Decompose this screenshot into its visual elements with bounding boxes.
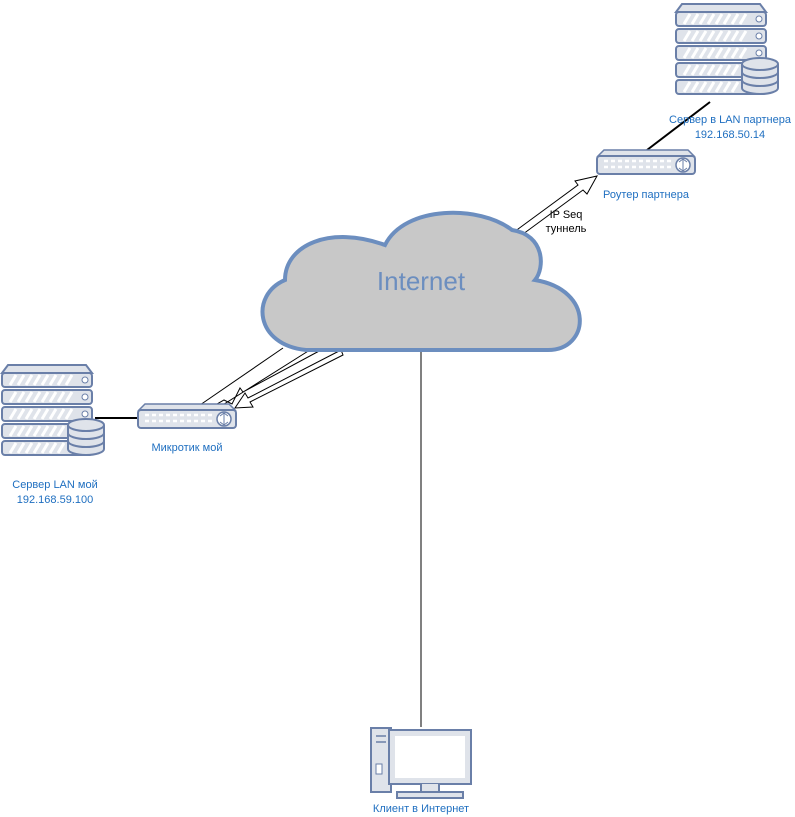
- mikrotik-label: Микротик мой: [152, 442, 223, 454]
- partner-router-server-line: [646, 101, 711, 151]
- partner-router-icon: [595, 148, 697, 176]
- tunnel-label-line1: IP Seq: [550, 209, 583, 221]
- tunnel-arrow-mikrotik-inner: [199, 347, 323, 419]
- tunnel-arrow-partner: [513, 175, 598, 238]
- partner-server-name: Сервер в LAN партнера: [669, 114, 792, 126]
- partner-server-icon: [674, 2, 780, 96]
- tunnel-label-line2: туннель: [546, 223, 587, 235]
- my-server-icon: [0, 363, 106, 457]
- partner-server-ip: 192.168.50.14: [695, 129, 765, 141]
- my-server-ip: 192.168.59.100: [17, 494, 93, 506]
- my-server-name: Сервер LAN мой: [12, 479, 97, 491]
- desktop-computer-icon: [370, 727, 472, 799]
- mikrotik-router-icon: [136, 402, 238, 430]
- client-label: Клиент в Интернет: [373, 803, 469, 815]
- partner-router-label: Роутер партнера: [603, 189, 690, 201]
- cloud-label: Internet: [377, 266, 466, 296]
- tunnel-arrow-mikrotik-outer: [234, 349, 344, 409]
- internet-cloud: [260, 210, 582, 352]
- tunnel-line-mikrotik: [199, 347, 284, 406]
